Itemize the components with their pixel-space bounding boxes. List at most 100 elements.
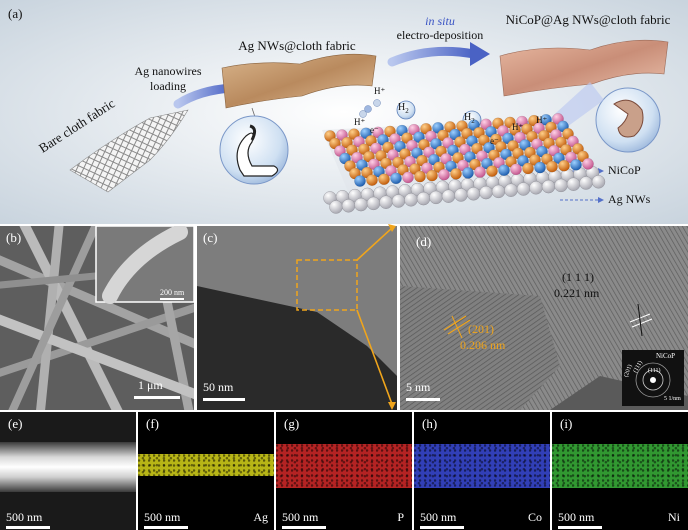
- panel-f-element: Ag: [253, 510, 268, 524]
- ag-atom: [341, 199, 356, 213]
- ag-atom: [429, 190, 443, 205]
- panel-g-scalebar: [282, 526, 326, 529]
- ag-atom: [541, 179, 556, 194]
- panel-a: (a) Bare cloth fabric Ag nanowires loadi…: [0, 0, 688, 224]
- panel-e-scale-text: 500 nm: [6, 510, 43, 524]
- nicop-atom: [582, 158, 594, 170]
- h2-bubble-left: [396, 100, 416, 120]
- h2-label-left: H2: [398, 102, 409, 115]
- ag-atom: [504, 183, 518, 197]
- plane-111-label: (1 1 1): [562, 270, 594, 284]
- panel-h-scalebar: [420, 526, 464, 529]
- nicop-atom: [402, 171, 414, 184]
- nicop-atom: [474, 166, 486, 178]
- ag-atom: [466, 187, 481, 201]
- panel-i-label: (i): [560, 416, 573, 431]
- panel-b-label: (b): [6, 230, 22, 245]
- plane-201-spacing: 0.206 nm: [460, 338, 506, 352]
- panel-d-label: (d): [416, 234, 432, 249]
- step1-label-line1: Ag nanowires: [134, 64, 202, 78]
- nicop-atom: [522, 162, 534, 175]
- atom-slab: [323, 113, 606, 214]
- ag-atom: [479, 185, 493, 200]
- panel-h-scale-text: 500 nm: [420, 510, 457, 524]
- panel-d-scalebar: [406, 398, 440, 401]
- panel-b-scale-text: 1 μm: [138, 378, 163, 392]
- panel-g-scale-text: 500 nm: [282, 510, 319, 524]
- panel-h-label: (h): [422, 416, 438, 431]
- nicop-atom: [570, 159, 582, 171]
- nicop-atom: [390, 172, 402, 185]
- ag-atom: [566, 177, 581, 191]
- panel-e: (e) 500 nm: [0, 412, 136, 530]
- step1-label-line2: loading: [150, 79, 186, 93]
- stage2-title: Ag NWs@cloth fabric: [238, 38, 356, 53]
- nicop-atom: [450, 168, 462, 180]
- ag-atom: [441, 189, 456, 203]
- ag-atom: [379, 195, 393, 209]
- nicop-atom: [462, 167, 474, 179]
- panel-b: (b) 200 nm 1 μm: [0, 226, 194, 410]
- panel-a-label: (a): [8, 6, 23, 21]
- panel-b-inset-scalebar: [160, 298, 184, 300]
- panel-h: (h) 500 nm Co: [414, 412, 550, 530]
- ag-atom: [416, 191, 431, 206]
- electron-label-1: e⁻: [370, 125, 379, 135]
- hrtem-lattice-image: [400, 226, 688, 410]
- ag-atom: [554, 178, 568, 193]
- ag-map-band: [138, 454, 274, 476]
- ag-atom: [579, 176, 593, 190]
- panel-f-label: (f): [146, 416, 159, 431]
- panel-i: (i) 500 nm Ni: [552, 412, 688, 530]
- nicop-atom: [486, 165, 498, 177]
- nicop-atom: [354, 175, 366, 187]
- ag-atom: [354, 197, 368, 212]
- ag-atom: [404, 193, 418, 207]
- h2-label-right: H2: [464, 112, 475, 125]
- ag-atom: [491, 184, 506, 199]
- agnws-fabric-illustration: [221, 53, 377, 109]
- stage3-title: NiCoP@Ag NWs@cloth fabric: [505, 12, 671, 27]
- electron-label-2: e⁻: [490, 136, 499, 146]
- panel-g-label: (g): [284, 416, 300, 431]
- hplus-label-4: H⁺: [536, 115, 548, 125]
- haadf-nanowire: [0, 442, 136, 492]
- bare-fabric-illustration: [69, 109, 189, 193]
- panel-d-scale-text: 5 nm: [406, 380, 431, 394]
- nicop-atom: [378, 173, 390, 185]
- nicop-atom: [498, 164, 510, 176]
- panel-i-scalebar: [558, 526, 602, 529]
- nicop-fabric-illustration: [499, 39, 669, 97]
- nicop-atom: [534, 161, 546, 174]
- panel-c-scale-text: 50 nm: [203, 380, 234, 394]
- panel-f-scalebar: [144, 526, 188, 529]
- panel-g: (g) 500 nm P: [276, 412, 412, 530]
- p-map-band: [276, 444, 412, 488]
- legend-agnws: Ag NWs: [608, 192, 651, 206]
- step2-label-line1: in situ: [425, 14, 455, 28]
- panel-f-scale-text: 500 nm: [144, 510, 181, 524]
- ag-atom: [529, 181, 543, 195]
- saed-ring-label-3: (111): [648, 368, 661, 374]
- nicop-atom: [510, 163, 522, 176]
- nicop-atom: [438, 168, 450, 181]
- panel-i-element: Ni: [668, 510, 680, 524]
- panel-a-illustration: [0, 0, 688, 224]
- panel-h-element: Co: [527, 510, 542, 524]
- plane-111-spacing: 0.221 nm: [554, 286, 600, 300]
- panel-c-label: (c): [203, 230, 218, 245]
- panel-i-scale-text: 500 nm: [558, 510, 595, 524]
- nicop-atom: [366, 174, 378, 186]
- nicop-atom: [426, 169, 438, 182]
- hplus-label-1: H⁺: [374, 86, 386, 96]
- panel-e-scalebar: [6, 526, 50, 529]
- nicop-atom: [546, 160, 558, 173]
- ag-atom: [329, 200, 343, 214]
- coated-nanowire-icon: [613, 99, 644, 138]
- step2-label-line2: electro-deposition: [396, 28, 484, 42]
- panel-f: (f) 500 nm Ag: [138, 412, 274, 530]
- swan-nanowire-icon: [236, 132, 279, 177]
- panel-d: (d) (1 1 1) 0.221 nm (201) 0.206 nm 5 nm…: [400, 226, 688, 410]
- legend-nicop: NiCoP: [608, 163, 641, 177]
- panel-e-label: (e): [8, 416, 23, 431]
